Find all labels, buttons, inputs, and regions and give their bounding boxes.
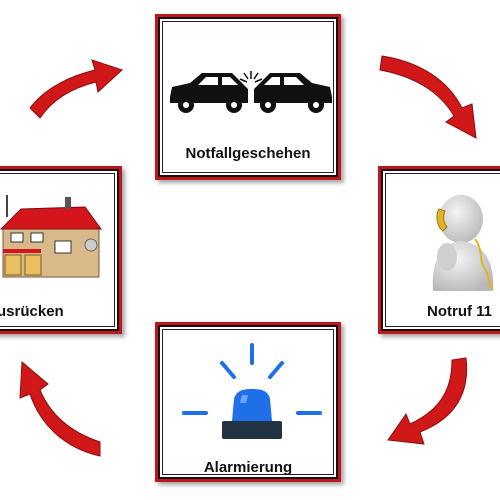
card-notruf: Notruf 11 [378, 166, 500, 334]
card-label: Alarmierung [203, 459, 293, 476]
card-inner [385, 173, 500, 327]
card-inner [162, 329, 334, 475]
card-notfallgeschehen: Notfallgeschehen [155, 14, 341, 180]
card-label: usrücken [0, 303, 64, 320]
fire-station-icon [0, 195, 102, 278]
card-ausruecken: usrücken [0, 166, 122, 334]
person-phone-icon [432, 195, 494, 291]
card-alarmierung: Alarmierung [155, 322, 341, 482]
card-label: Notfallgeschehen [185, 145, 311, 162]
car-crash-icon [170, 71, 332, 113]
card-label: Notruf 11 [427, 303, 493, 320]
siren-light-icon [182, 343, 322, 439]
card-inner [162, 21, 334, 173]
card-inner [0, 173, 115, 327]
